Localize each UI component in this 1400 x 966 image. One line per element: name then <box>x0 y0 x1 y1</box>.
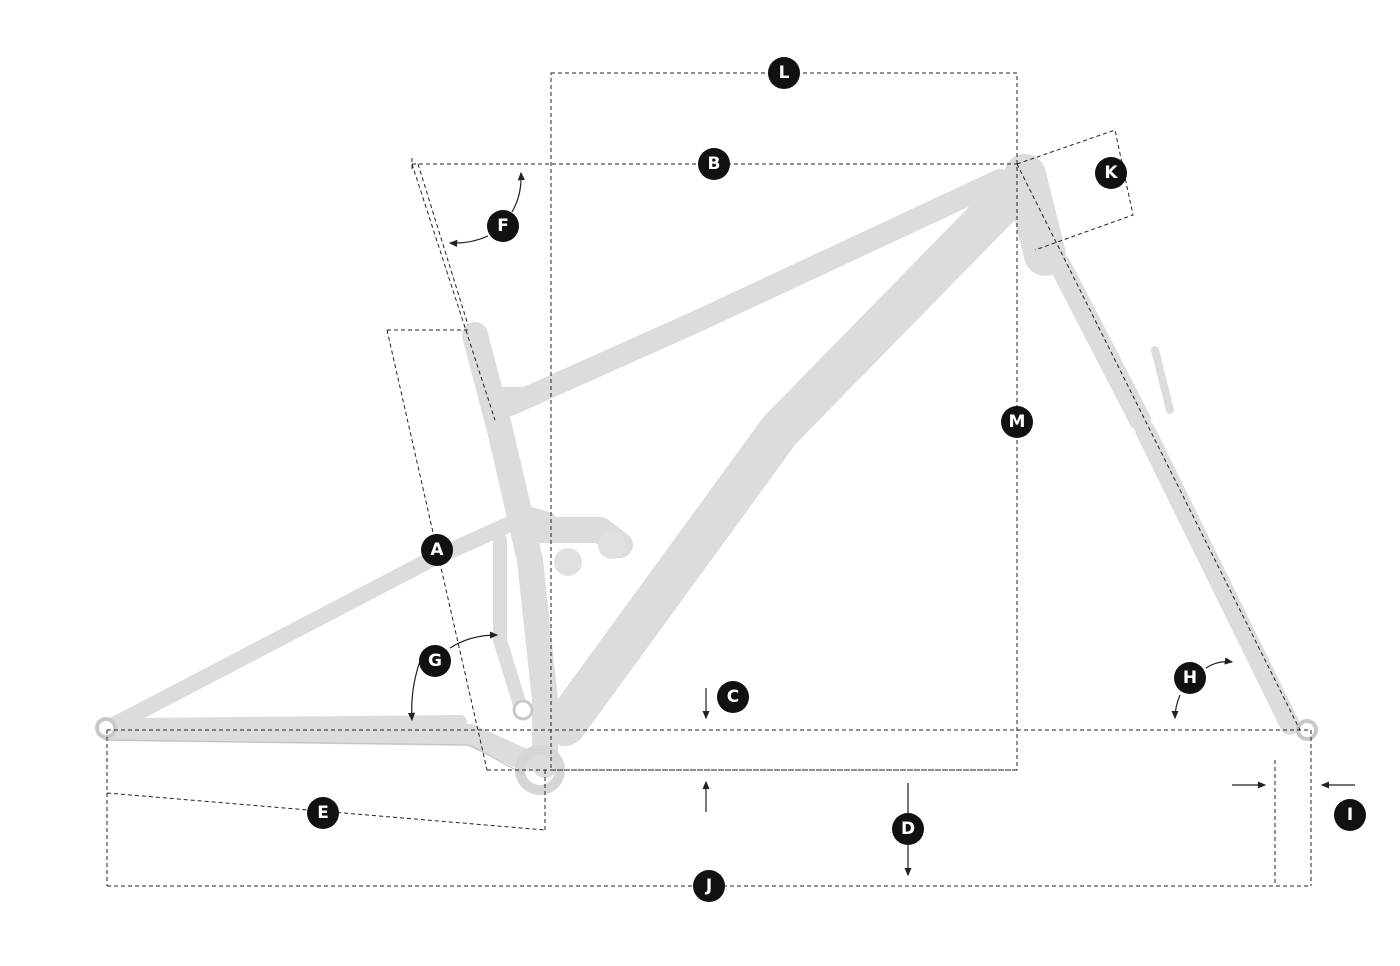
label-c: C <box>717 681 749 713</box>
label-i: I <box>1334 799 1366 831</box>
label-g: G <box>419 645 451 677</box>
label-m: M <box>1001 406 1033 438</box>
label-e: E <box>307 797 339 829</box>
label-f: F <box>487 210 519 242</box>
label-k: K <box>1095 157 1127 189</box>
bike-frame <box>95 154 1318 795</box>
label-d: D <box>892 813 924 845</box>
label-b: B <box>698 148 730 180</box>
label-h: H <box>1174 662 1206 694</box>
label-l: L <box>768 57 800 89</box>
label-j: J <box>693 870 725 902</box>
label-a: A <box>421 534 453 566</box>
